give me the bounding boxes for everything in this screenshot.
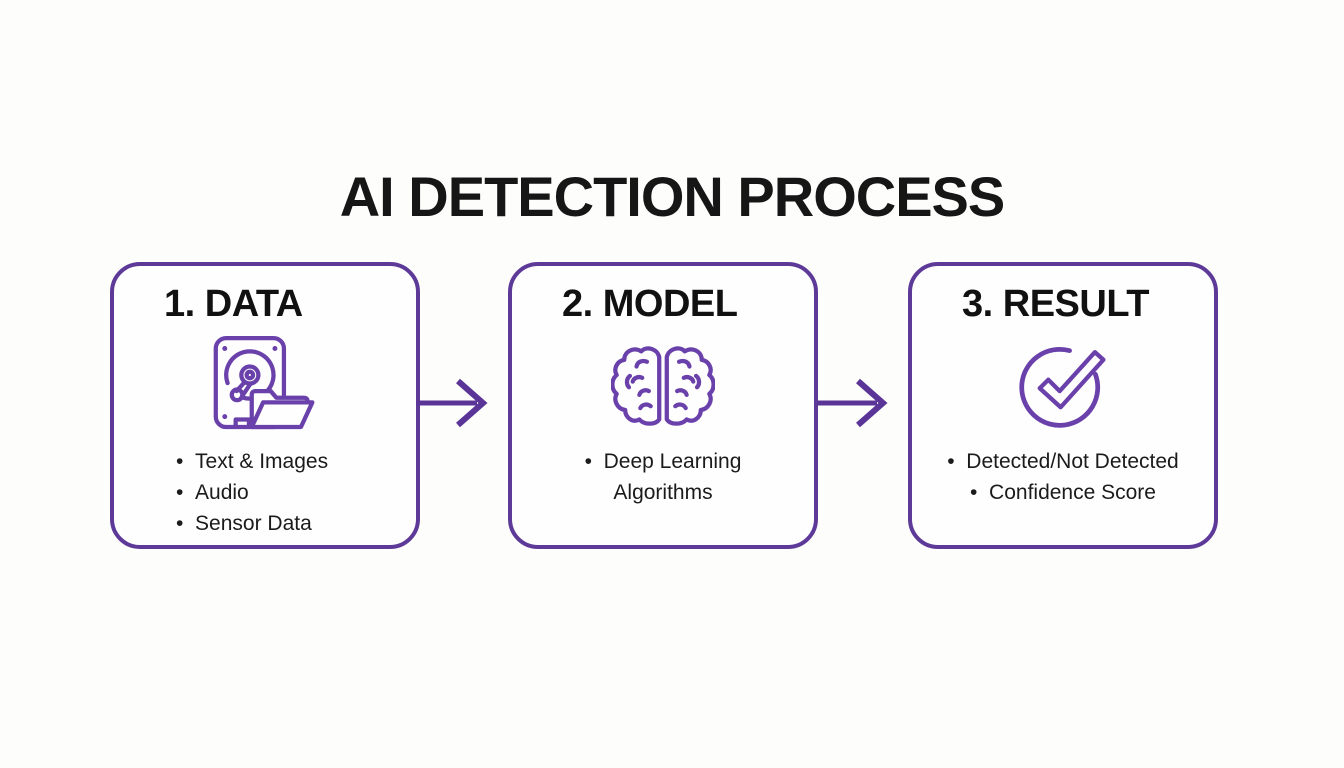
step-box-model: 2. MODEL Deep Learning Algorithms	[508, 262, 818, 549]
bullet-item: Deep Learning Algorithms	[568, 446, 758, 508]
flow-arrow-icon	[417, 378, 488, 428]
step-icon-row	[114, 332, 416, 434]
step-heading-result: 3. RESULT	[962, 283, 1149, 325]
check-circle-icon	[1018, 346, 1106, 428]
step-box-result: 3. RESULT Detected/Not Detected Confiden…	[908, 262, 1218, 549]
step-box-data: 1. DATA	[110, 262, 420, 549]
step-icon-row	[912, 332, 1214, 434]
page-title: AI DETECTION PROCESS	[339, 164, 1006, 228]
step-bullets: Deep Learning Algorithms	[512, 446, 814, 508]
bullet-item: Detected/Not Detected	[923, 446, 1203, 477]
step-bullets: Detected/Not Detected Confidence Score	[912, 446, 1214, 508]
bullet-item: Confidence Score	[923, 477, 1203, 508]
bullet-item: Sensor Data	[176, 508, 416, 539]
step-bullets: Text & Images Audio Sensor Data	[114, 446, 416, 539]
folder-icon	[249, 388, 315, 429]
brain-icon	[611, 336, 715, 431]
step-heading-data: 1. DATA	[164, 283, 303, 325]
flow-arrow-icon	[817, 378, 888, 428]
step-heading-model: 2. MODEL	[562, 283, 738, 325]
bullet-item: Audio	[176, 477, 416, 508]
bullet-item: Text & Images	[176, 446, 416, 477]
step-icon-row	[512, 332, 814, 434]
hard-drive-folder-icon	[213, 335, 315, 429]
